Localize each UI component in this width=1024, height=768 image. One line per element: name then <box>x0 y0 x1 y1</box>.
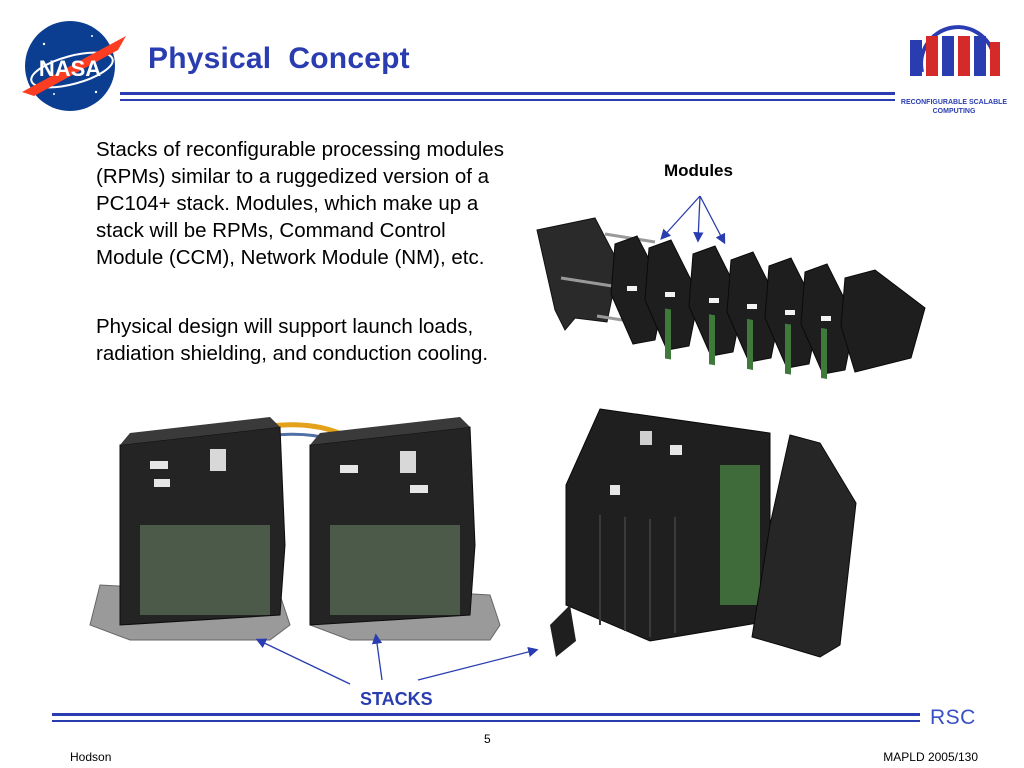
body-paragraph-stacks: Stacks of reconfigurable processing modu… <box>96 138 504 269</box>
title-rule-bottom <box>120 99 895 101</box>
stacks-arrows <box>255 633 539 685</box>
footer-author: Hodson <box>70 750 112 764</box>
footer-rule-top <box>52 713 920 716</box>
footer-rule-bottom <box>52 720 920 722</box>
title-rule-top <box>120 92 895 95</box>
exploded-modules-illustration <box>536 217 926 380</box>
rsc-footer-mark: RSC <box>930 706 976 729</box>
modules-label: Modules <box>664 161 733 180</box>
modules-arrows <box>660 195 726 245</box>
rsc-logo <box>910 25 1000 76</box>
nasa-logo: NASA <box>22 21 126 111</box>
footer-conference: MAPLD 2005/130 <box>883 750 978 764</box>
page-number: 5 <box>484 732 491 746</box>
rsc-logo-caption-line1: RECONFIGURABLE SCALABLE <box>900 99 1008 106</box>
nasa-logo-text: NASA <box>39 56 101 81</box>
body-paragraph-physical-design: Physical design will support launch load… <box>96 315 489 365</box>
rsc-logo-caption-line2: COMPUTING <box>932 108 976 115</box>
stacks-label: STACKS <box>360 689 433 709</box>
rsc-logo-caption: RECONFIGURABLE SCALABLE COMPUTING <box>898 98 1010 116</box>
slide-title: Physical Concept <box>148 42 410 75</box>
stacks-illustration <box>89 408 857 658</box>
